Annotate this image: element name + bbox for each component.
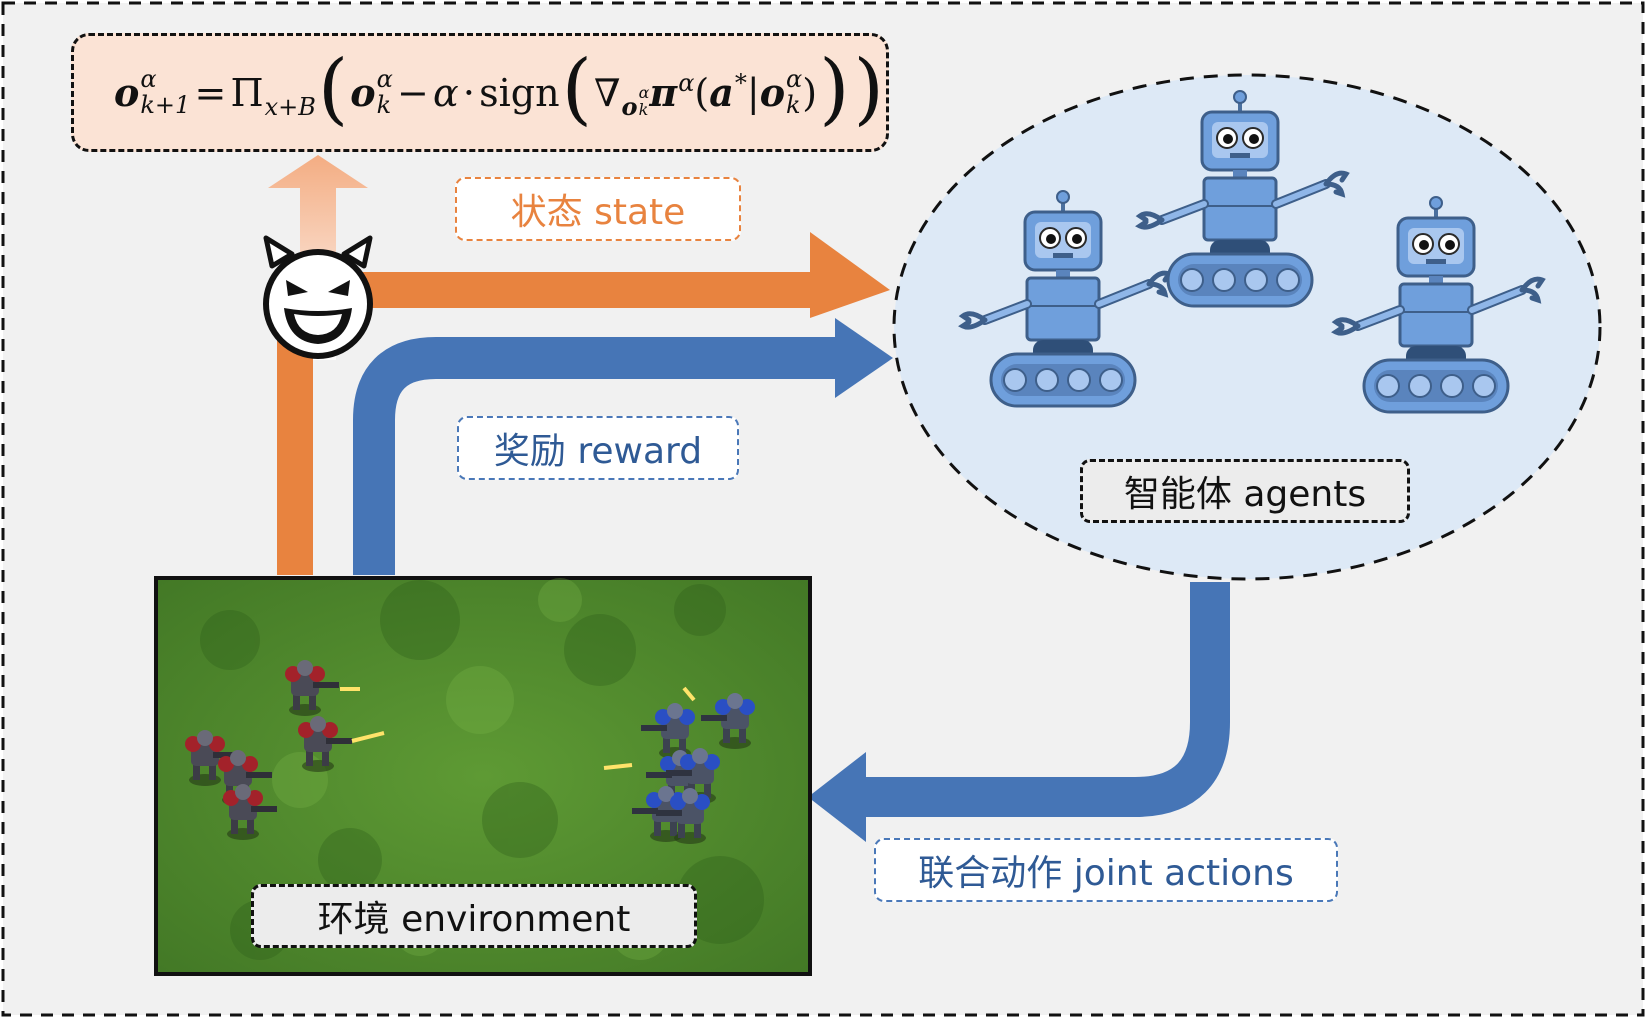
formula-pi: π bbox=[649, 70, 678, 115]
formula-term-sup: α bbox=[376, 65, 393, 94]
formula-dot: · bbox=[462, 70, 475, 115]
formula-cond: o bbox=[759, 70, 786, 115]
agents-label: 智能体 agents bbox=[1080, 459, 1410, 523]
formula-eq: = bbox=[194, 70, 227, 115]
formula-grad-sub-sup: α bbox=[638, 82, 650, 102]
formula-minus: − bbox=[397, 70, 429, 115]
formula-lhs: o bbox=[114, 70, 140, 115]
formula-lhs-sup: α bbox=[140, 65, 157, 94]
reward-arrow bbox=[353, 337, 840, 575]
formula-bar: | bbox=[746, 70, 760, 115]
actions-arrow-head bbox=[808, 752, 866, 842]
formula-cond-sup: α bbox=[786, 65, 803, 94]
formula-proj: Π bbox=[230, 70, 264, 115]
state-label: 状态 state bbox=[455, 177, 741, 241]
formula-term: o bbox=[350, 70, 376, 115]
joint-actions-label: 联合动作 joint actions bbox=[874, 838, 1338, 902]
formula-nabla: ∇ bbox=[594, 70, 621, 115]
formula-sign: sign bbox=[479, 70, 560, 115]
formula-term-sub: k bbox=[376, 90, 392, 119]
agents-region bbox=[892, 73, 1602, 581]
formula-pi-sup: α bbox=[678, 68, 695, 97]
reward-label: 奖励 reward bbox=[457, 416, 739, 480]
formula-grad-sub-sub: k bbox=[638, 99, 649, 119]
devil-face-icon bbox=[263, 235, 373, 359]
formula-lhs-sub: k+1 bbox=[140, 90, 191, 119]
reward-arrow-head bbox=[835, 318, 893, 398]
formula-grad-sub: o bbox=[621, 92, 638, 121]
formula-a-sup: * bbox=[734, 68, 747, 97]
formula-a: a bbox=[709, 70, 734, 115]
state-arrow-head bbox=[810, 232, 890, 318]
environment-label: 环境 environment bbox=[251, 884, 697, 948]
formula-proj-sub: x+B bbox=[264, 92, 316, 121]
formula-alpha: α bbox=[433, 70, 459, 115]
formula-cond-sub: k bbox=[786, 90, 801, 119]
actions-arrow bbox=[858, 582, 1230, 817]
